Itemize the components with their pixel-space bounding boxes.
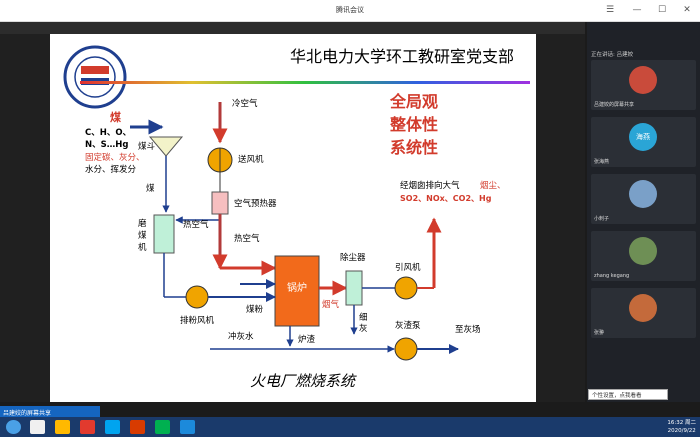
media-icon[interactable] [80,420,95,434]
mill-label-3: 机 [138,242,147,253]
window-titlebar: 腾讯会议 ☰ — ☐ ✕ [0,0,700,22]
avatar [629,180,657,208]
participant-name: zhang kegang [594,273,630,279]
flush-label: 冲灰水 [228,331,254,342]
participant-tile[interactable]: zhang kegang [591,231,696,281]
avatar: 海燕 [629,123,657,151]
coal-elements-2: N、S…Hg [85,140,128,150]
diagram-canvas: 华北电力大学环工教研室党支部 全局观 整体性 系统性 煤 C、H、O、 N、S…… [63,45,530,390]
screen-share-bar[interactable]: 吕建姣的屏幕共享 [0,406,100,417]
avatar [629,294,657,322]
participant-name: 张翀 [594,330,605,336]
participant-name: 吕建姣的屏幕共享 [594,102,635,108]
fly-ash-label: 细 [359,312,368,323]
participant-tile[interactable]: 小刺子 [591,174,696,224]
hot-air2-label: 热空气 [234,233,260,244]
browser-icon[interactable] [105,420,120,434]
mill-box [153,214,175,254]
hopper-label: 煤斗 [138,141,156,152]
university-logo [63,45,127,109]
dust-collector-box [345,270,363,306]
participant-name: 张海燕 [594,159,610,165]
close-button[interactable]: ✕ [683,5,691,15]
concept-2: 整体性 [389,115,438,134]
meeting-icon[interactable] [180,420,195,434]
svg-text:灰: 灰 [359,323,368,334]
boiler-label: 锅炉 [287,282,307,294]
pollutant-1: 烟尘、 [480,180,506,191]
minimize-button[interactable]: — [632,5,642,15]
id-fan-label: 引风机 [395,262,421,273]
start-icon[interactable] [6,420,21,434]
ash-pump-circle [394,337,418,361]
hot-air-label: 热空气 [183,219,209,230]
mill-label-1: 磨 [138,218,147,229]
window-title: 腾讯会议 [336,6,364,14]
coal-water: 水分、挥发分 [85,164,137,175]
preheater-label: 空气预热器 [234,198,277,209]
dust-label: 除尘器 [340,252,366,263]
coal-elements: C、H、O、 [85,128,131,138]
tray-time: 16:32 周二 [667,420,696,426]
concept-1: 全局观 [389,92,438,111]
explorer-icon[interactable] [30,420,45,434]
tooltip-notice[interactable]: 个性设置，点我看看 [588,389,668,400]
avatar [629,66,657,94]
wechat-icon[interactable] [155,420,170,434]
pollutants: SO2、NOx、CO2、Hg [400,194,492,203]
slide-footer: 火电厂燃烧系统 [250,372,357,390]
avatar [629,237,657,265]
participant-tile[interactable]: 张翀 [591,288,696,338]
share-toolbar [0,22,585,34]
coal-down-label: 煤 [146,183,155,194]
slag-label: 炉渣 [298,334,316,345]
cold-air-label: 冷空气 [232,98,258,109]
folder-icon[interactable] [55,420,70,434]
coal-label: 煤 [110,110,122,124]
participant-name: 小刺子 [594,216,610,222]
to-ash-label: 至灰场 [455,324,481,335]
flue-gas-label: 烟气 [322,299,340,310]
slide-header: 华北电力大学环工教研室党支部 [290,47,514,66]
hopper-shape [148,136,184,157]
fan-label: 送风机 [238,154,264,165]
windows-taskbar: 16:32 周二 2020/9/22 [0,417,700,437]
tray-date: 2020/9/22 [667,428,696,434]
shared-screen: 华北电力大学环工教研室党支部 全局观 整体性 系统性 煤 C、H、O、 N、S…… [0,34,585,402]
stack-text: 经烟囱排向大气 [400,180,460,191]
app-icon[interactable] [130,420,145,434]
ppt-slide: 华北电力大学环工教研室党支部 全局观 整体性 系统性 煤 C、H、O、 N、S…… [50,34,536,402]
concept-3: 系统性 [390,138,438,157]
menu-icon[interactable]: ☰ [605,5,615,15]
participant-tile[interactable]: 吕建姣的屏幕共享 [591,60,696,110]
rainbow-divider [80,81,530,84]
preheater-box [211,191,229,215]
participant-tile[interactable]: 海燕 张海燕 [591,117,696,167]
coal-fixed: 固定碳、灰分、 [85,152,145,163]
system-tray[interactable]: 16:32 周二 2020/9/22 [667,419,696,435]
maximize-button[interactable]: ☐ [657,5,667,15]
powder-fan-circle [185,285,209,309]
speaking-indicator: 正在讲话: 吕建姣 [591,52,634,58]
id-fan-circle [394,276,418,300]
ash-pump-label: 灰渣泵 [395,320,421,331]
mill-label-2: 煤 [138,230,147,241]
participant-panel: 正在讲话: 吕建姣 吕建姣的屏幕共享 海燕 张海燕 小刺子 zhang kega… [587,22,700,402]
powder-label: 煤粉 [246,304,264,315]
powder-fan-label: 排粉风机 [180,315,215,326]
boiler-box [274,255,320,327]
